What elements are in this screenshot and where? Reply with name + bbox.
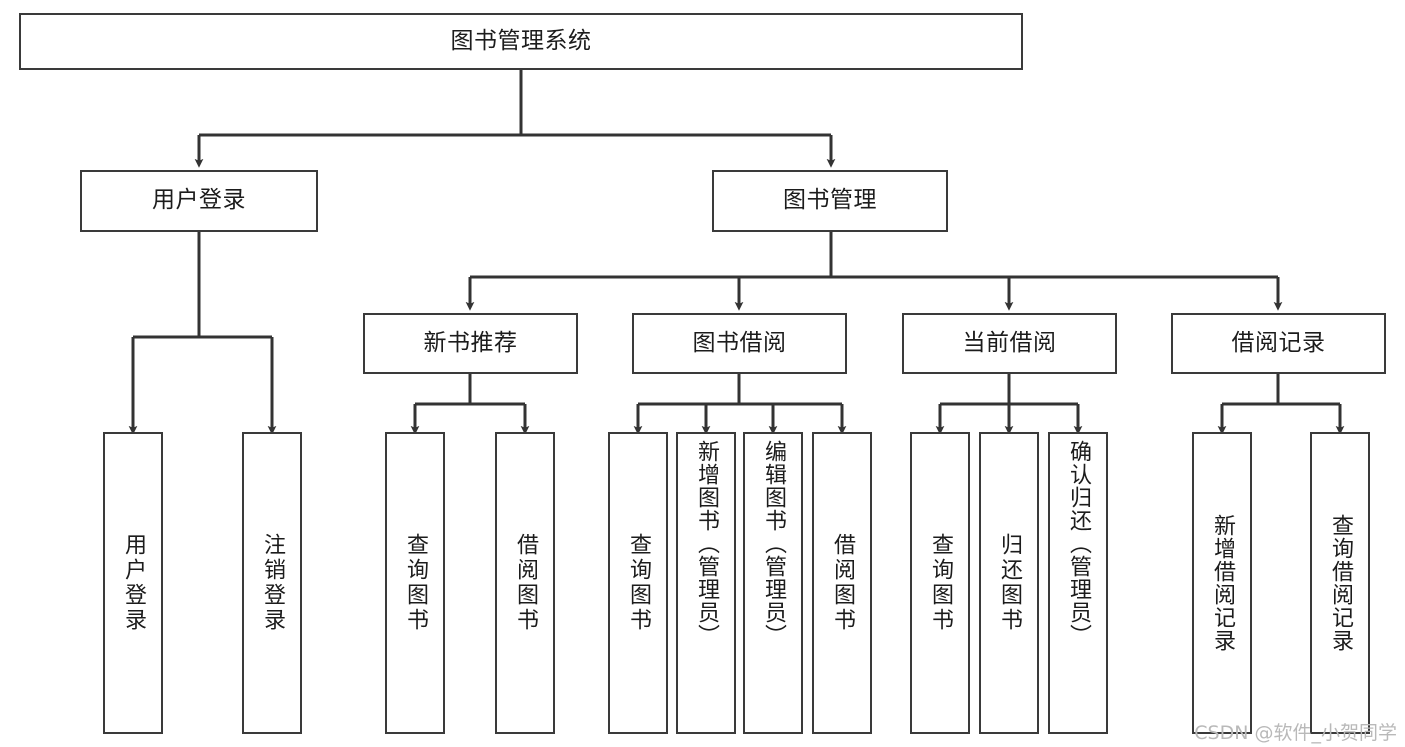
- leaf-newbook-borrow-book-label: 借阅图书: [513, 533, 538, 633]
- leaf-record-add-record-label: 新增借阅记录: [1210, 514, 1235, 652]
- node-borrow-record[interactable]: 借阅记录: [1171, 313, 1386, 374]
- leaf-record-query-record[interactable]: 查询借阅记录: [1310, 432, 1370, 734]
- leaf-current-confirm-return-label: 确认归还（管理员）: [1066, 440, 1091, 647]
- leaf-newbook-query-book-label: 查询图书: [403, 533, 428, 633]
- node-new-book-recommend-label: 新书推荐: [423, 329, 518, 356]
- leaf-user-logout-label: 注销登录: [260, 533, 285, 633]
- leaf-borrow-borrow-book[interactable]: 借阅图书: [812, 432, 872, 734]
- leaf-newbook-query-book[interactable]: 查询图书: [385, 432, 445, 734]
- node-current-borrow[interactable]: 当前借阅: [902, 313, 1117, 374]
- leaf-user-logout[interactable]: 注销登录: [242, 432, 302, 734]
- node-book-management-label: 图书管理: [783, 187, 877, 214]
- node-root-label: 图书管理系统: [450, 27, 592, 54]
- leaf-current-confirm-return[interactable]: 确认归还（管理员）: [1048, 432, 1108, 734]
- leaf-borrow-add-book[interactable]: 新增图书（管理员）: [676, 432, 736, 734]
- node-current-borrow-label: 当前借阅: [962, 329, 1057, 356]
- leaf-borrow-edit-book[interactable]: 编辑图书（管理员）: [743, 432, 803, 734]
- leaf-current-query-book-label: 查询图书: [928, 533, 953, 633]
- node-user-login[interactable]: 用户登录: [80, 170, 318, 232]
- leaf-borrow-add-book-label: 新增图书（管理员）: [694, 440, 719, 647]
- node-new-book-recommend[interactable]: 新书推荐: [363, 313, 578, 374]
- leaf-borrow-query-book-label: 查询图书: [626, 533, 651, 633]
- leaf-current-return-book-label: 归还图书: [997, 533, 1022, 633]
- leaf-user-login-label: 用户登录: [121, 533, 146, 633]
- node-borrow-record-label: 借阅记录: [1231, 329, 1326, 356]
- node-user-login-label: 用户登录: [152, 187, 246, 214]
- node-book-management[interactable]: 图书管理: [712, 170, 948, 232]
- leaf-borrow-borrow-book-label: 借阅图书: [830, 533, 855, 633]
- node-root[interactable]: 图书管理系统: [19, 13, 1023, 70]
- leaf-current-query-book[interactable]: 查询图书: [910, 432, 970, 734]
- node-book-borrow[interactable]: 图书借阅: [632, 313, 847, 374]
- leaf-record-add-record[interactable]: 新增借阅记录: [1192, 432, 1252, 734]
- node-book-borrow-label: 图书借阅: [692, 329, 787, 356]
- leaf-borrow-query-book[interactable]: 查询图书: [608, 432, 668, 734]
- leaf-newbook-borrow-book[interactable]: 借阅图书: [495, 432, 555, 734]
- leaf-record-query-record-label: 查询借阅记录: [1328, 514, 1353, 652]
- leaf-current-return-book[interactable]: 归还图书: [979, 432, 1039, 734]
- leaf-user-login[interactable]: 用户登录: [103, 432, 163, 734]
- leaf-borrow-edit-book-label: 编辑图书（管理员）: [761, 440, 786, 647]
